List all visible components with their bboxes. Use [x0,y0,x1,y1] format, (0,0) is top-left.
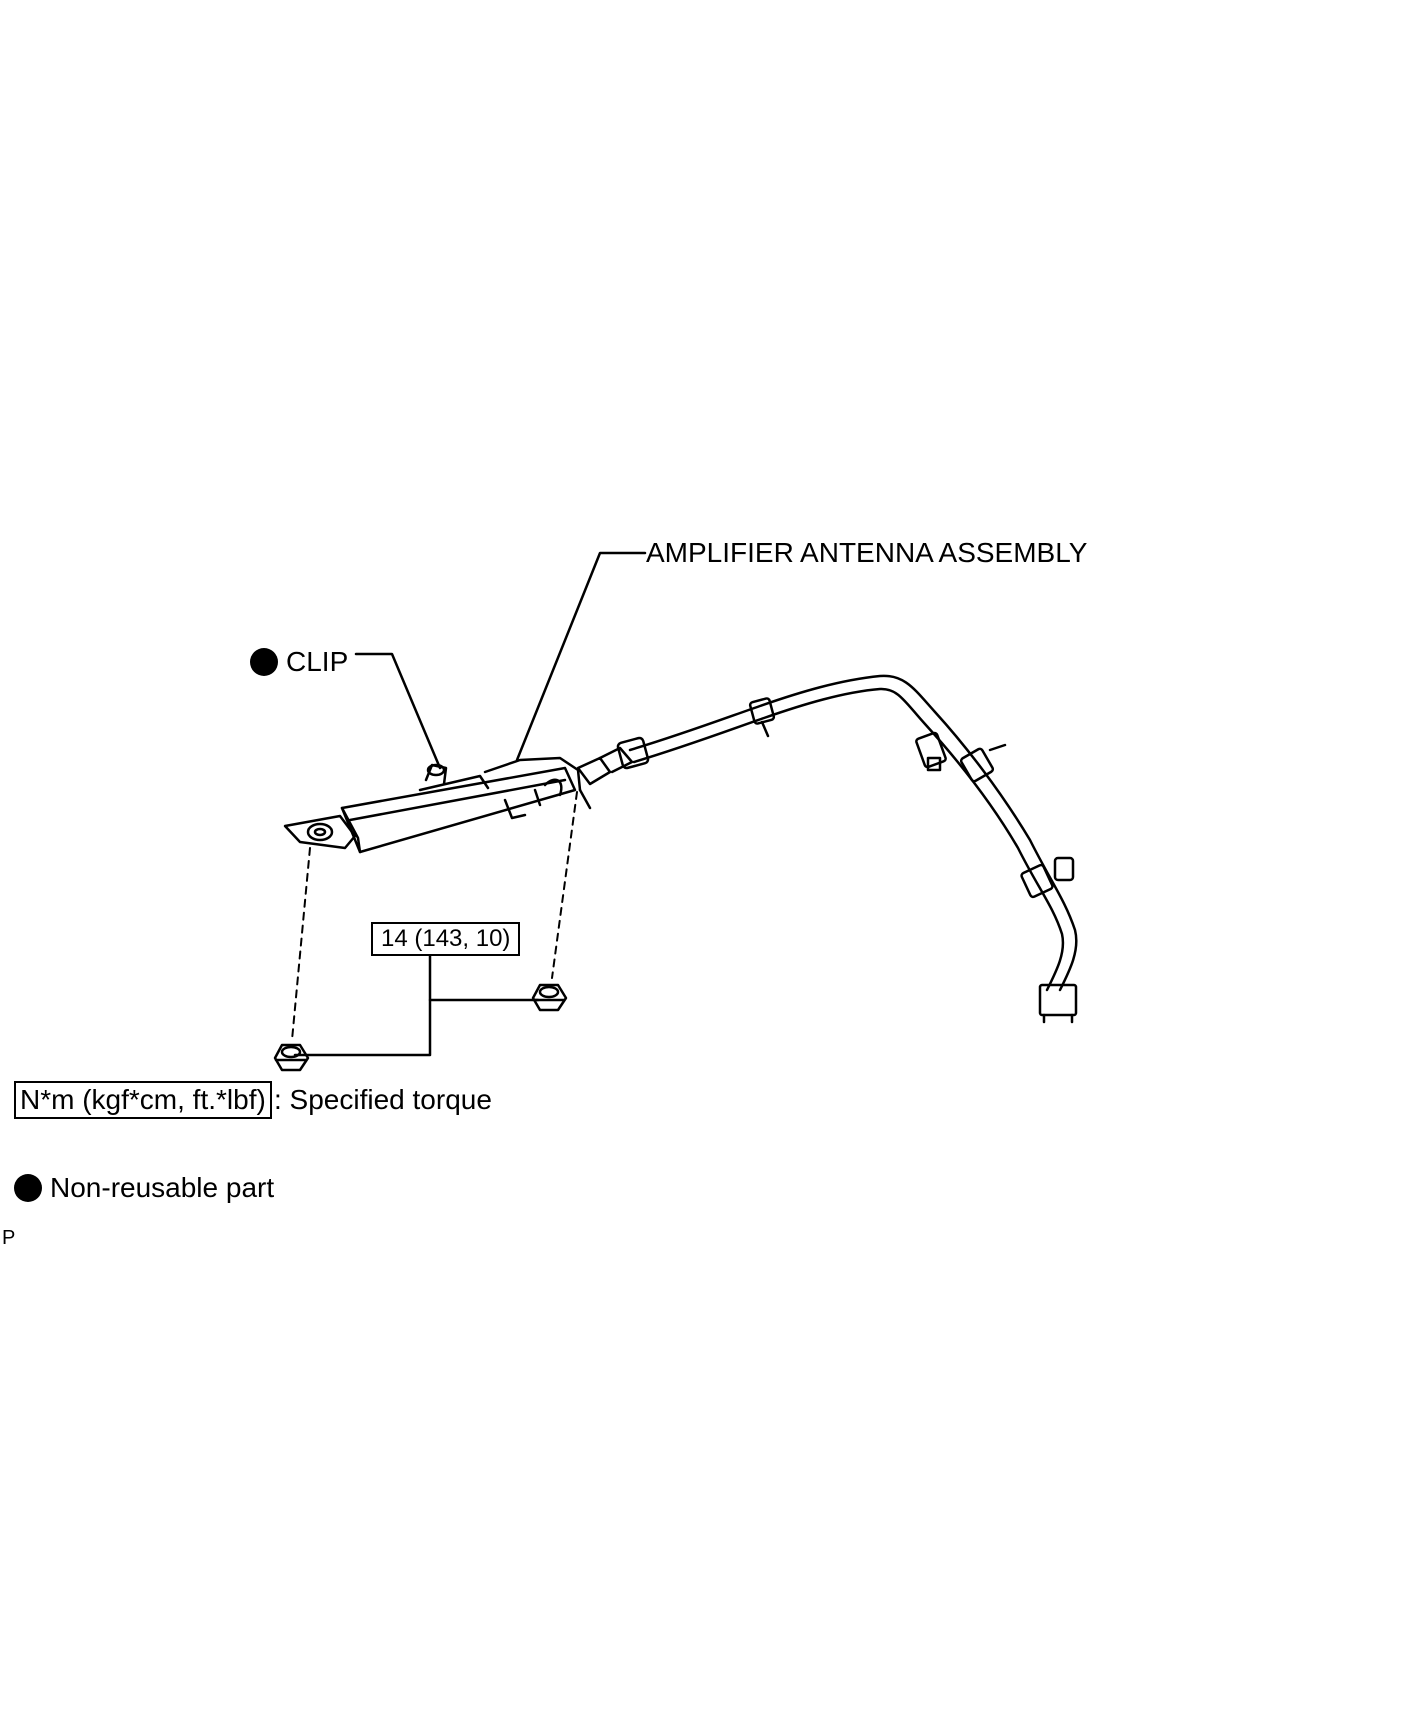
amplifier-body [340,756,582,854]
nut-icon [273,1043,310,1072]
non-reusable-legend-text: Non-reusable part [50,1172,275,1203]
mounting-bracket [283,814,357,850]
amplifier-connector [576,736,650,810]
cable-clip [959,743,1007,783]
antenna-cable [628,674,1078,992]
torque-units-legend-box: N*m (kgf*cm, ft.*lbf) [14,1081,272,1119]
corner-mark: P [2,1227,16,1249]
torque-value-box: 14 (143, 10) [371,922,521,956]
specified-torque-legend-text: : Specified torque [274,1084,492,1115]
cable-clip [915,731,947,772]
clip-leader [354,652,442,770]
nut-icon [531,983,568,1012]
clip-label-text: CLIP [286,646,349,677]
non-reusable-dot-icon [250,648,278,676]
clip-part [424,763,448,786]
non-reusable-dot-icon [14,1174,42,1202]
cable-clip [1020,856,1075,899]
stud-line-right [551,791,578,979]
amplifier-antenna-assembly-label: AMPLIFIER ANTENNA ASSEMBLY [646,537,1088,568]
stud-line-left [291,847,311,1041]
non-reusable-legend: Non-reusable part [14,1172,274,1204]
clip-label: CLIP [250,646,348,678]
cable-clip [748,697,776,738]
assembly-leader [515,551,647,762]
torque-leader [293,946,432,1057]
end-connector [1038,983,1078,1024]
